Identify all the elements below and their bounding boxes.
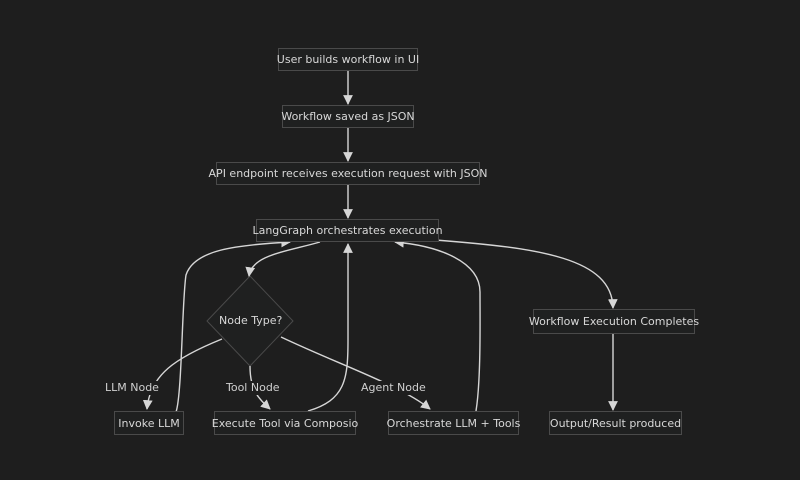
- node-output: Output/Result produced: [549, 411, 682, 435]
- edge-nodetype-to-orchestrate: [280, 336, 431, 410]
- node-execute-tool: Execute Tool via Composio: [212, 411, 358, 435]
- edge-label-llm-node: LLM Node: [105, 381, 159, 395]
- node-completes: Workflow Execution Completes: [529, 309, 699, 334]
- node-langgraph: LangGraph orchestrates execution: [252, 219, 443, 242]
- edge-langgraph-to-nodetype: [245, 241, 321, 277]
- node-orchestrate: Orchestrate LLM + Tools: [387, 411, 520, 435]
- edge-invoke-back-to-langgraph: [175, 237, 291, 413]
- node-user-builds: User builds workflow in UI: [277, 48, 419, 71]
- node-api-endpoint: API endpoint receives execution request …: [209, 162, 487, 185]
- node-type-label: Node Type?: [219, 314, 283, 327]
- edge-langgraph-to-completes: [434, 239, 618, 309]
- edge-nodetype-to-invoke: [142, 338, 223, 410]
- edge-label-tool-node: Tool Node: [226, 381, 280, 395]
- node-invoke-llm: Invoke LLM: [114, 411, 184, 435]
- edge-label-agent-node: Agent Node: [361, 381, 426, 395]
- node-saved-json: Workflow saved as JSON: [281, 105, 415, 128]
- edge-execute-back-to-langgraph: [307, 243, 353, 412]
- edge-orchestrate-back-to-langgraph: [394, 237, 481, 412]
